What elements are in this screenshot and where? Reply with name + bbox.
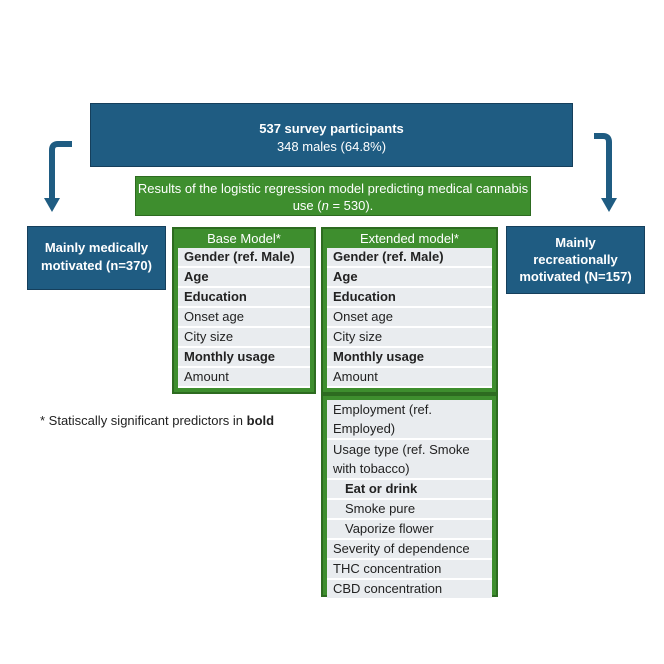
participants-subtitle: 348 males (64.8%) (276, 139, 387, 154)
regression-results-box: Results of the logistic regression model… (135, 176, 531, 216)
predictor-row: Gender (ref. Male) (178, 248, 310, 268)
footnote-bold-word: bold (246, 413, 275, 428)
predictor-row: City size (178, 328, 310, 348)
right-box-line1: Mainly (555, 235, 596, 250)
results-text-end: = 530). (328, 198, 374, 213)
predictor-row: Eat or drink (327, 480, 492, 500)
predictor-row: Smoke pure (327, 500, 492, 520)
predictor-row: Vaporize flower (327, 520, 492, 540)
predictor-row: Severity of dependence (327, 540, 492, 560)
predictor-row: Education (327, 288, 492, 308)
predictor-row: Usage type (ref. Smoke with tobacco) (327, 440, 492, 480)
predictor-row: Amount (178, 368, 310, 388)
predictor-row: Employment (ref. Employed) (327, 400, 492, 440)
right-box-line3: motivated (N=157) (519, 269, 632, 284)
left-arrow (49, 141, 72, 200)
participants-title: 537 survey participants (259, 121, 404, 136)
results-n: n (321, 198, 329, 213)
footnote: * Statiscally significant predictors in … (40, 413, 274, 428)
predictor-row: CBD concentration (327, 580, 492, 600)
left-arrowhead (44, 198, 60, 212)
left-box-line1: Mainly medically (44, 240, 149, 255)
extended-model-header: Extended model* (359, 231, 459, 246)
right-arrow (594, 133, 612, 200)
right-box-line2: recreationally (533, 252, 618, 267)
footnote-text: * Statiscally significant predictors in (40, 413, 247, 428)
left-box-line2: motivated (n=370) (41, 258, 152, 273)
predictor-row: City size (327, 328, 492, 348)
predictor-row: Monthly usage (178, 348, 310, 368)
predictor-row: Age (327, 268, 492, 288)
extended-model-extra-rows: Employment (ref. Employed)Usage type (re… (327, 400, 492, 600)
predictor-row: Age (178, 268, 310, 288)
predictor-row: Education (178, 288, 310, 308)
predictor-row: Amount (327, 368, 492, 388)
results-text: Results of the logistic regression model… (137, 181, 529, 213)
participants-box: 537 survey participants 348 males (64.8%… (90, 103, 573, 167)
predictor-row: Gender (ref. Male) (327, 248, 492, 268)
recreationally-motivated-box: Mainly recreationally motivated (N=157) (506, 226, 645, 294)
predictor-row: Onset age (178, 308, 310, 328)
predictor-row: THC concentration (327, 560, 492, 580)
predictor-row: Onset age (327, 308, 492, 328)
base-model-header: Base Model* (207, 231, 281, 246)
medically-motivated-box: Mainly medically motivated (n=370) (27, 226, 166, 290)
predictor-row: Monthly usage (327, 348, 492, 368)
extended-model-extra-panel: Employment (ref. Employed)Usage type (re… (321, 394, 498, 600)
right-arrowhead (601, 198, 617, 212)
